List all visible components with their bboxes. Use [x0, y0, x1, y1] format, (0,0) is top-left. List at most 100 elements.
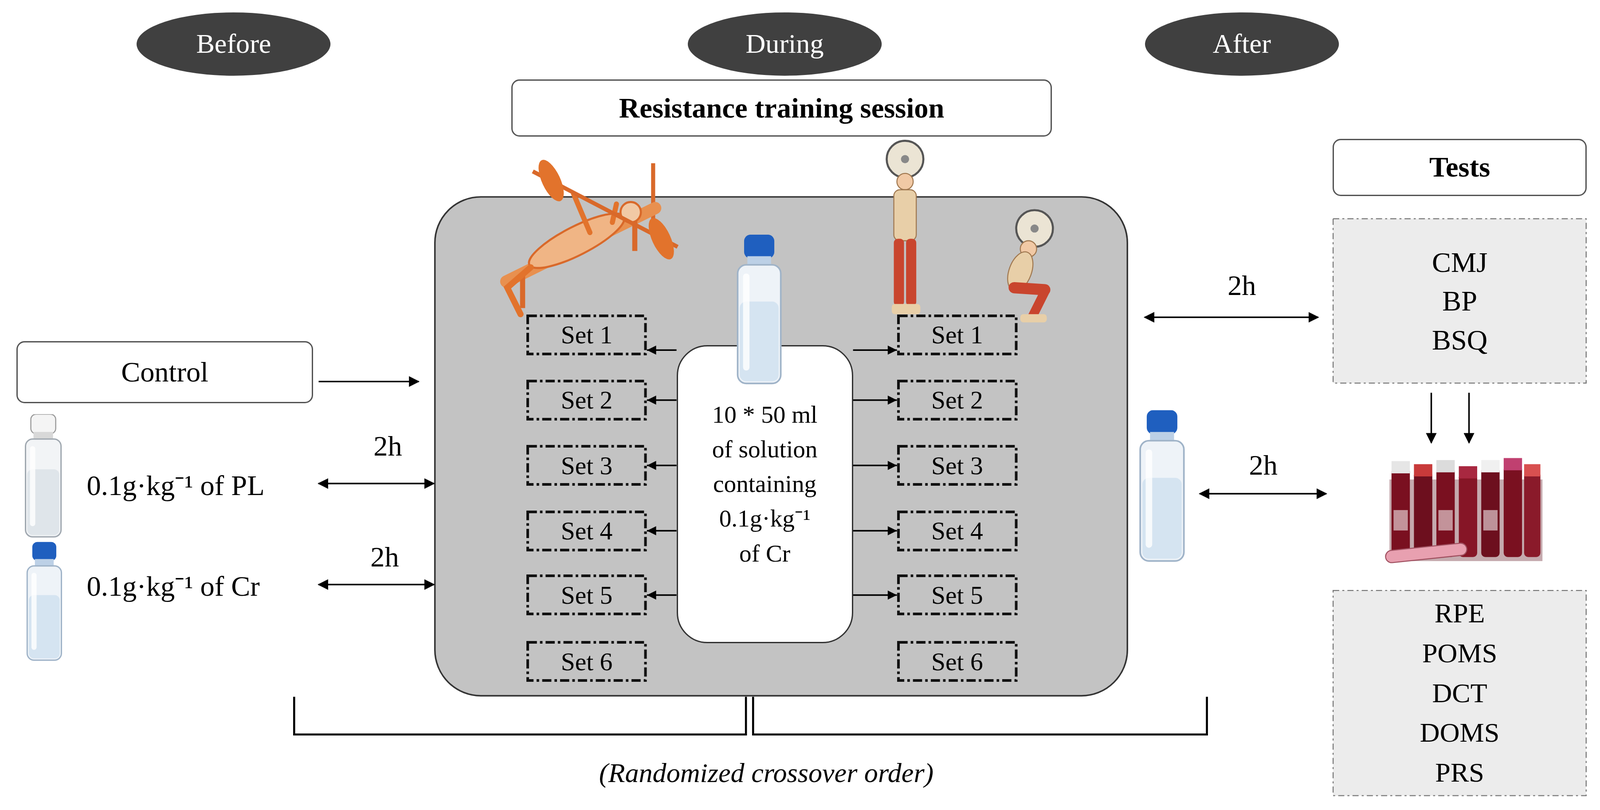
set-box: Set 3 [897, 444, 1018, 486]
node-text: DCT [1431, 673, 1487, 714]
node-content: Set 5 [526, 574, 648, 616]
arrow [1200, 492, 1327, 495]
set-box: Set 2 [897, 379, 1018, 421]
set-box: Set 4 [526, 510, 648, 552]
set-box: Set 5 [526, 574, 648, 616]
ellipse-shape [136, 12, 331, 76]
annotation-label: 0.1g·kg⁻¹ of Cr [86, 564, 260, 604]
tube-cap [1503, 458, 1522, 471]
node-content: Before [136, 12, 331, 76]
tube-sticker [1483, 509, 1498, 531]
dash-dot-border [898, 315, 1017, 354]
connector [853, 460, 898, 471]
node-content: Set 4 [526, 510, 648, 552]
node-text: Tests [1429, 150, 1491, 184]
tube-cap [1436, 459, 1455, 473]
node-text: Set 3 [931, 450, 984, 480]
tube [1413, 470, 1432, 557]
arrow [1430, 392, 1432, 443]
tube-cap [1413, 463, 1432, 477]
node-text: Set 4 [560, 516, 613, 546]
dashed-border [1333, 590, 1587, 796]
annotation-label: 2h [370, 540, 399, 574]
node-content: During [687, 12, 882, 76]
dash-dot-border [527, 642, 646, 681]
shin [1032, 291, 1045, 317]
solution-box: 10 * 50 ml of solution containing 0.1g·k… [676, 345, 854, 644]
plate [533, 156, 569, 205]
tube [1524, 470, 1541, 557]
dash-dot-border [527, 511, 646, 550]
set-box: Set 6 [526, 640, 648, 682]
node-content: RPEPOMSDCTDOMSPRS [1332, 589, 1587, 797]
leg [894, 238, 905, 306]
tube-cap [1458, 466, 1478, 479]
plate [1016, 210, 1054, 248]
plate [886, 140, 924, 178]
tube-sticker [1438, 509, 1453, 531]
node-text: DOMS [1419, 712, 1500, 753]
node-text: POMS [1422, 633, 1498, 674]
plate [643, 214, 679, 263]
plate-hub [1030, 224, 1039, 233]
node-content: Control [17, 342, 313, 402]
dash-dot-border [527, 446, 646, 485]
head [896, 173, 914, 190]
node-text: CMJ [1431, 243, 1488, 282]
connector [853, 590, 898, 600]
dash-dot-border [898, 380, 1017, 420]
title-box: Tests [1332, 138, 1587, 197]
arrow [318, 583, 435, 585]
dash-dot-border [527, 575, 646, 614]
node-content: After [1145, 12, 1339, 76]
node-content: Set 2 [526, 379, 648, 421]
node-text: Set 6 [560, 647, 613, 676]
phase-ellipse: After [1145, 12, 1339, 76]
bracket [752, 696, 1207, 735]
tube-cap [1481, 459, 1500, 473]
arrowhead [887, 345, 898, 355]
node-text: Set 1 [931, 320, 984, 350]
node-content: CMJBPBSQ [1332, 218, 1587, 384]
node-text: Resistance training session [619, 91, 945, 125]
annotation-label: (Randomized crossover order) [599, 756, 934, 789]
node-content: Tests [1333, 140, 1586, 195]
tube-cap [1391, 460, 1410, 474]
title-box: Resistance training session [511, 79, 1053, 137]
node-text: Set 5 [560, 580, 613, 610]
layout-arrows [318, 317, 1470, 585]
node-text: Set 1 [560, 320, 613, 350]
arrow [1468, 392, 1470, 443]
node-text: Set 2 [931, 385, 984, 415]
connector [853, 345, 898, 355]
bench-press-figure [506, 156, 680, 314]
bench-leg [520, 275, 526, 309]
connector [853, 395, 898, 405]
connector [853, 525, 898, 536]
node-content: Resistance training session [512, 80, 1051, 136]
tube [1481, 466, 1500, 557]
node-text: Before [196, 27, 271, 60]
annotation-label: 2h [1248, 448, 1278, 482]
set-box: Set 2 [526, 379, 648, 421]
set-box: Set 6 [897, 640, 1018, 682]
arrow [318, 380, 419, 382]
node-text: Set 2 [560, 385, 613, 415]
node-content: 10 * 50 ml of solution containing 0.1g·k… [678, 346, 852, 642]
arrowhead [887, 590, 898, 600]
connector [647, 525, 677, 536]
test-list: CMJBPBSQ [1332, 218, 1587, 384]
rack-post [650, 163, 655, 227]
set-box: Set 1 [897, 314, 1018, 356]
dash-dot-border [898, 642, 1017, 681]
node-text: BP [1442, 281, 1478, 321]
connector [647, 345, 677, 355]
creatine-bottle [1140, 409, 1185, 561]
leg [507, 267, 531, 315]
phase-ellipse: During [687, 12, 882, 76]
node-content: Set 2 [897, 379, 1018, 421]
arrowhead [647, 460, 657, 471]
